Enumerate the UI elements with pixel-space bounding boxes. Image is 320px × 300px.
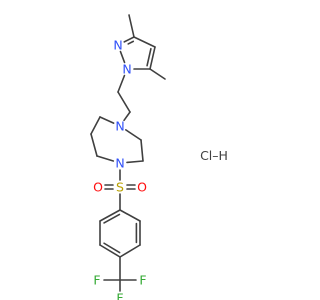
bond-c3-c4 — [133, 36, 156, 48]
bond-ch2a-ch2b — [117, 91, 131, 113]
atom-label-n-pyrazole-1: N — [122, 62, 131, 77]
bond-dzE-dzN1 — [99, 116, 115, 124]
atom-label-oxygen-right: O — [137, 180, 147, 195]
atom-label-fluorine-center: F — [116, 291, 123, 300]
bond-b4-b5-inner — [103, 242, 121, 254]
bond-me1-c3 — [128, 14, 135, 38]
bond-dzN1-dzA — [125, 129, 142, 141]
bond-b3-b4 — [119, 244, 141, 258]
bond-dzA-dzB — [140, 139, 144, 162]
atom-label-n-pyrazole-2: N — [113, 38, 122, 53]
hcl-salt-label: Cl–H — [200, 148, 228, 163]
bond-b4-b5 — [99, 244, 121, 258]
bond-n1-n2 — [119, 50, 126, 64]
bond-c5-me5 — [149, 68, 166, 80]
bond-dzB-dzN4 — [126, 160, 144, 164]
bond-n2-c3-inner — [127, 40, 135, 45]
bond-b1-b2 — [119, 209, 141, 222]
atom-label-fluorine-right: F — [139, 273, 146, 288]
atom-label-n-diazepane-2: N — [115, 156, 124, 171]
atom-label-fluorine-left: F — [93, 273, 100, 288]
atom-label-oxygen-left: O — [93, 180, 103, 195]
bond-n2-c3 — [123, 36, 135, 43]
bond-b6-b1 — [99, 209, 121, 222]
bond-ch2b-dzN1 — [123, 111, 131, 122]
bond-c4-c5-inner — [146, 47, 152, 67]
bond-n1-ch2a — [117, 74, 126, 93]
bond-dzC-dzD — [90, 133, 98, 157]
bond-dzN4-dzC — [96, 155, 115, 162]
bond-dzD-dzE — [90, 116, 101, 135]
bond-b6-b1-inner — [103, 213, 121, 224]
bond-c4-c5 — [149, 46, 156, 70]
atom-label-n-diazepane-1: N — [115, 119, 124, 134]
atom-label-sulfur: S — [116, 180, 124, 195]
